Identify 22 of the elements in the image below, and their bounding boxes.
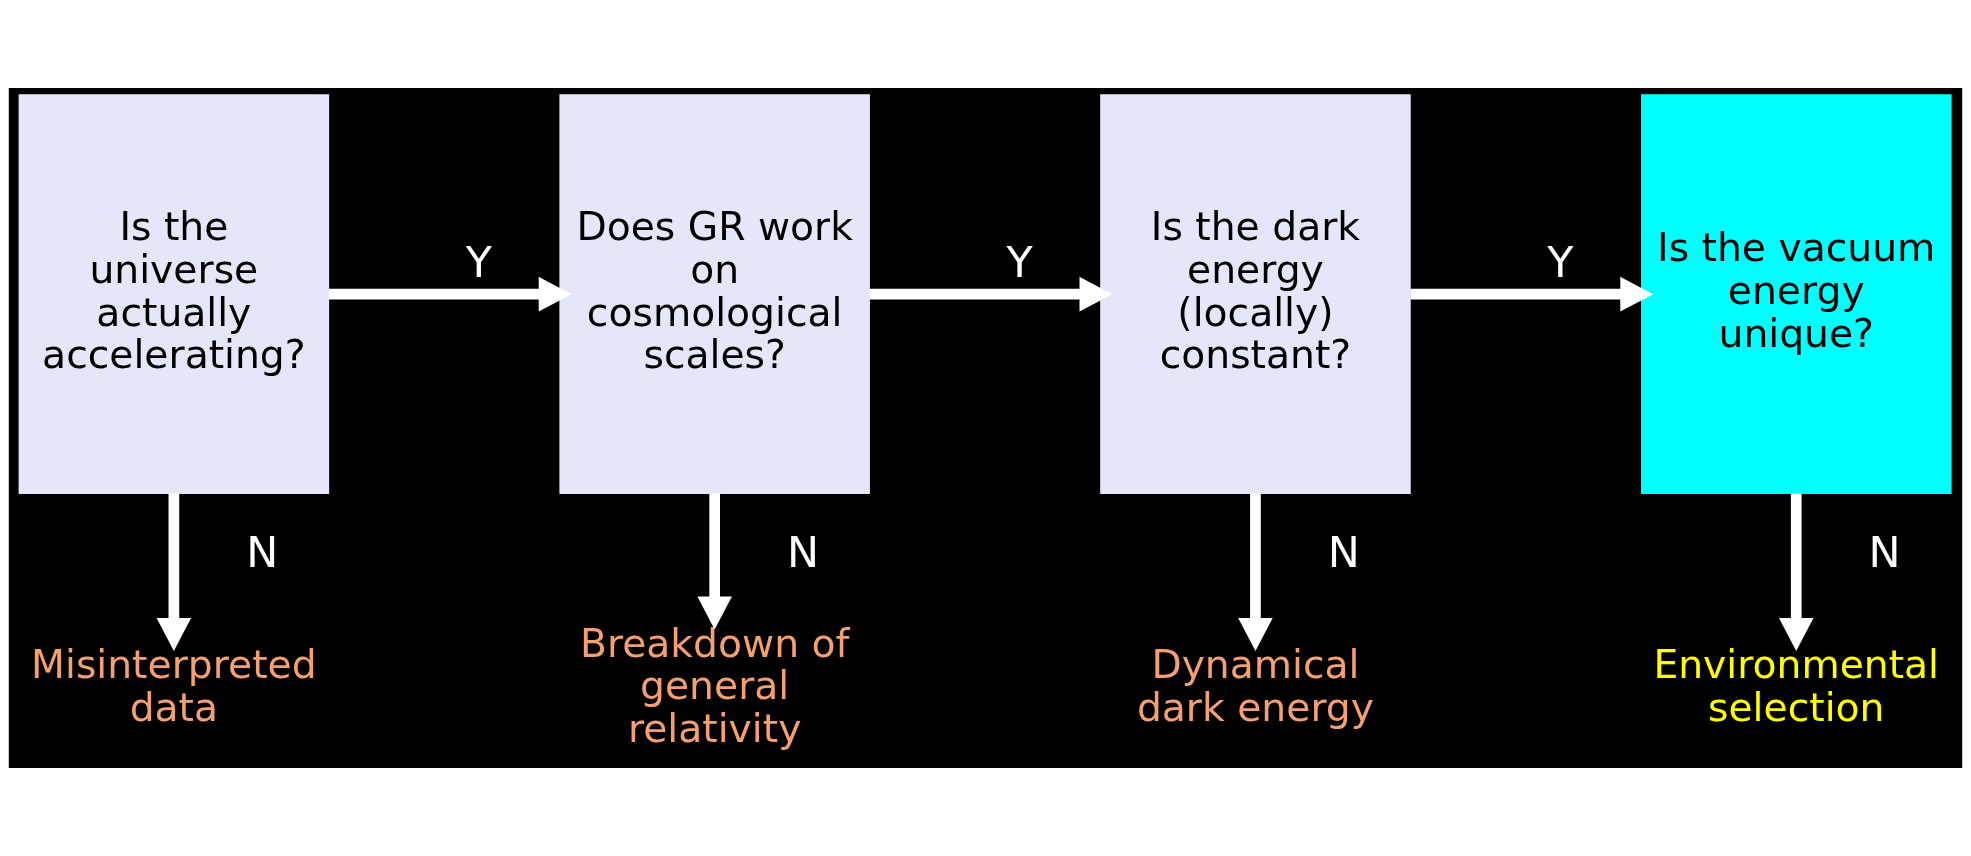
arrow (328, 276, 572, 312)
edge-label: N (786, 526, 819, 577)
node-text: Breakdown of general relativity (579, 620, 850, 752)
edge-label: Y (1547, 236, 1574, 287)
edge-label: Y (1006, 236, 1033, 287)
node-text: Dynamical dark energy (1136, 642, 1374, 730)
edge-label: N (1327, 526, 1360, 577)
node-box: Does GR work on cosmological scales? (559, 94, 870, 495)
node-box: Is the universe actually accelerating? (18, 94, 330, 495)
edge-label: Y (465, 236, 492, 287)
node-text: Environmental selection (1653, 642, 1940, 730)
arrow (697, 493, 732, 630)
edge-label: N (246, 526, 279, 577)
node-box: Is the vacuum energy unique? (1640, 94, 1952, 495)
arrow (869, 276, 1113, 312)
arrow (1410, 276, 1654, 312)
arrow (156, 493, 192, 651)
node-text: Misinterpreted data (31, 642, 317, 730)
arrow (1778, 493, 1814, 651)
arrow (1238, 493, 1273, 651)
node-box: Is the dark energy (locally) constant? (1100, 94, 1411, 495)
edge-label: N (1868, 526, 1901, 577)
